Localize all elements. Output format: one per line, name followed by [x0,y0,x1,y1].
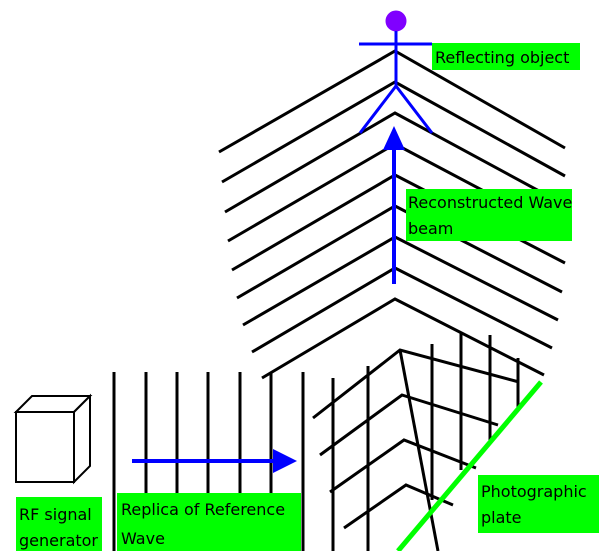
photographic-plate-line [396,380,543,551]
svg-text:Photographic: Photographic [481,482,587,501]
reconstructed-beam-arrow [383,126,405,284]
svg-text:plate: plate [481,508,522,527]
wavefront-chevron [224,111,566,214]
svg-text:Replica of Reference: Replica of Reference [121,500,285,519]
reference-arrow [132,449,297,473]
wavefront-chevron [242,235,559,327]
svg-text:Reflecting object: Reflecting object [435,48,569,67]
label-reconstructed-wave: Reconstructed Wave beam [406,189,572,241]
label-rf-generator: RF signal generator [16,497,102,551]
label-replica-reference: Replica of Reference Wave [117,493,301,551]
fringe-chevron [343,483,454,530]
svg-text:Reconstructed Wave: Reconstructed Wave [408,193,572,212]
svg-text:beam: beam [408,219,453,238]
fringe-chevron [319,393,499,457]
svg-text:RF signal: RF signal [19,505,92,524]
fringe-chevron [312,348,520,420]
fringe-chevron [329,438,477,494]
fringe-diagonal [398,349,440,551]
svg-text:generator: generator [19,531,98,550]
label-reflecting-object: Reflecting object [432,43,580,70]
interference-fringes [312,333,520,551]
cube-icon [13,393,93,485]
svg-text:Wave: Wave [121,529,165,548]
wavefront-chevron [251,266,553,354]
label-photographic-plate: Photographic plate [478,475,599,533]
stick-figure-icon [358,10,434,134]
wavefront-chevron [261,297,545,380]
